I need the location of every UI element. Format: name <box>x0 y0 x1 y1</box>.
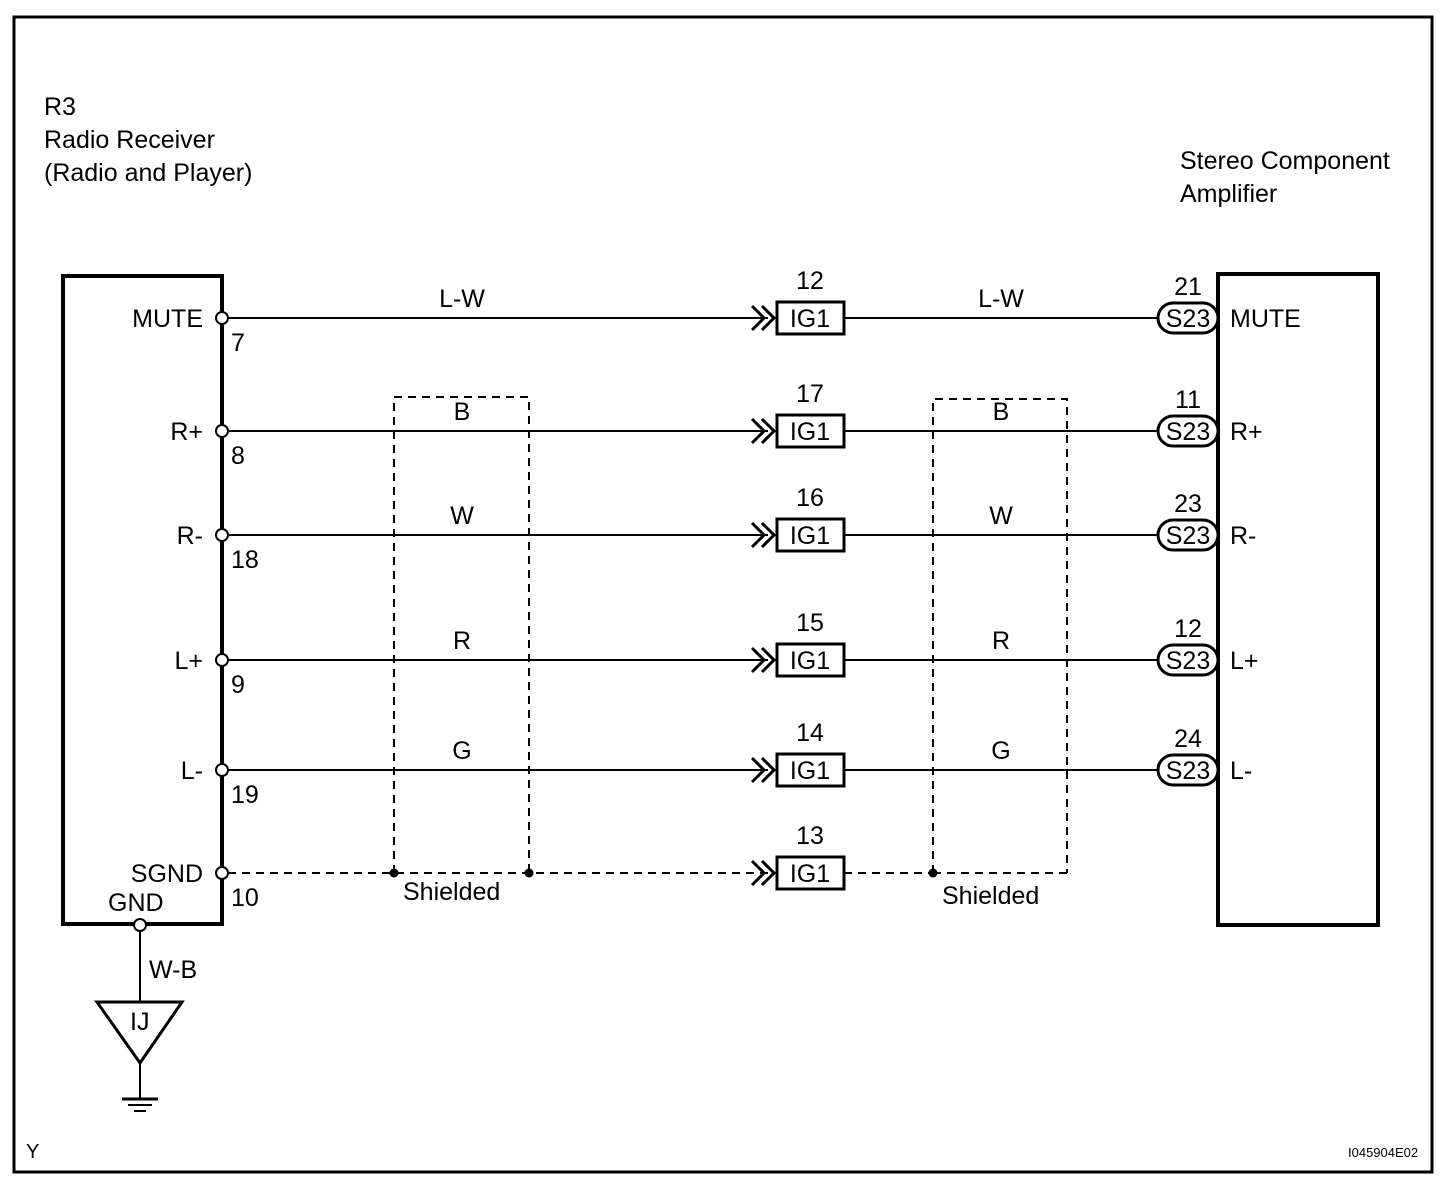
wire-color-left: W <box>450 502 474 530</box>
left-pin-number: 19 <box>231 781 259 809</box>
figure-id: I045904E02 <box>1348 1145 1418 1160</box>
wire-color-right: G <box>991 737 1010 765</box>
left-component-name: Radio Receiver <box>44 126 215 154</box>
junction-label: IG1 <box>790 418 830 446</box>
terminal-pin <box>215 866 229 880</box>
wire-color-right: L-W <box>978 285 1024 313</box>
wire-color-right: W <box>989 502 1013 530</box>
wire-color-left: L-W <box>439 285 485 313</box>
left-pin-number: 18 <box>231 546 259 574</box>
right-signal-label: MUTE <box>1230 305 1301 333</box>
junction-label: IG1 <box>790 647 830 675</box>
connector-s23 <box>1156 753 1220 787</box>
junction-pin-number: 17 <box>796 380 824 408</box>
junction-connector-icon <box>750 859 777 887</box>
connector-pin-number: 23 <box>1174 490 1202 518</box>
junction-pin-number: 16 <box>796 484 824 512</box>
wire-color-left: G <box>452 737 471 765</box>
ground-wire-color: W-B <box>149 956 197 984</box>
right-signal-label: L- <box>1230 757 1252 785</box>
junction-pin-number: 13 <box>796 822 824 850</box>
connector-label: S23 <box>1166 305 1210 333</box>
junction-box <box>775 517 846 553</box>
gnd-terminal-label: GND <box>108 889 164 917</box>
terminal-pin <box>215 763 229 777</box>
right-signal-label: R- <box>1230 522 1256 550</box>
connector-label: S23 <box>1166 418 1210 446</box>
connector-pin-number: 11 <box>1175 386 1201 414</box>
wire-color-left: R <box>453 627 471 655</box>
shield-box-left <box>393 396 530 873</box>
left-pin-number: 10 <box>231 884 259 912</box>
junction-box <box>775 413 846 449</box>
left-pin-number: 8 <box>231 442 245 470</box>
junction-connector-icon <box>750 417 777 445</box>
junction-connector-icon <box>750 521 777 549</box>
wire-color-left: B <box>454 398 471 426</box>
left-pin-number: 7 <box>231 329 245 357</box>
ground-point-triangle <box>94 1000 185 1066</box>
corner-mark: Y <box>26 1141 39 1163</box>
connector-s23 <box>1156 518 1220 552</box>
connector-label: S23 <box>1166 522 1210 550</box>
connector-label: S23 <box>1166 647 1210 675</box>
junction-pin-number: 15 <box>796 609 824 637</box>
connector-pin-number: 21 <box>1174 273 1202 301</box>
junction-connector-icon <box>750 756 777 784</box>
junction-connector-icon <box>750 304 777 332</box>
diagram-frame <box>12 15 1434 1174</box>
ground-point-label: IJ <box>130 1008 149 1036</box>
junction-label: IG1 <box>790 522 830 550</box>
left-signal-label: L- <box>181 757 203 785</box>
shield-dot <box>524 868 534 878</box>
shield-dot <box>928 868 938 878</box>
earth-ground-icon <box>122 1097 158 1112</box>
left-signal-label: L+ <box>174 647 203 675</box>
right-signal-label: R+ <box>1230 418 1263 446</box>
connector-s23 <box>1156 643 1220 677</box>
shield-label-right: Shielded <box>942 882 1039 910</box>
connector-s23 <box>1156 301 1220 335</box>
left-signal-label: R+ <box>170 418 203 446</box>
junction-label: IG1 <box>790 860 830 888</box>
wire-color-right: B <box>993 398 1010 426</box>
wire-color-right: R <box>992 627 1010 655</box>
left-component-code: R3 <box>44 93 76 121</box>
shield-box-right <box>932 398 1068 873</box>
right-component-subname: Amplifier <box>1180 180 1277 208</box>
junction-pin-number: 14 <box>796 719 824 747</box>
shield-dot <box>389 868 399 878</box>
connector-pin-number: 24 <box>1174 725 1202 753</box>
right-signal-label: L+ <box>1230 647 1259 675</box>
connector-pin-number: 12 <box>1174 615 1202 643</box>
left-pin-number: 9 <box>231 671 245 699</box>
junction-label: IG1 <box>790 757 830 785</box>
junction-label: IG1 <box>790 305 830 333</box>
terminal-pin <box>215 311 229 325</box>
left-signal-label: MUTE <box>132 305 203 333</box>
junction-pin-number: 12 <box>796 267 824 295</box>
connector-s23 <box>1156 414 1220 448</box>
terminal-pin <box>215 424 229 438</box>
connector-label: S23 <box>1166 757 1210 785</box>
right-component-name: Stereo Component <box>1180 147 1390 175</box>
shield-label-left: Shielded <box>403 878 500 906</box>
amplifier-box <box>1216 272 1380 927</box>
radio-receiver-box <box>61 274 224 926</box>
junction-connector-icon <box>750 646 777 674</box>
terminal-pin <box>215 653 229 667</box>
terminal-pin <box>215 528 229 542</box>
left-component-subname: (Radio and Player) <box>44 159 252 187</box>
left-signal-label: R- <box>177 522 203 550</box>
gnd-terminal <box>133 918 147 932</box>
left-signal-label: SGND <box>131 860 203 888</box>
junction-box <box>775 642 846 678</box>
